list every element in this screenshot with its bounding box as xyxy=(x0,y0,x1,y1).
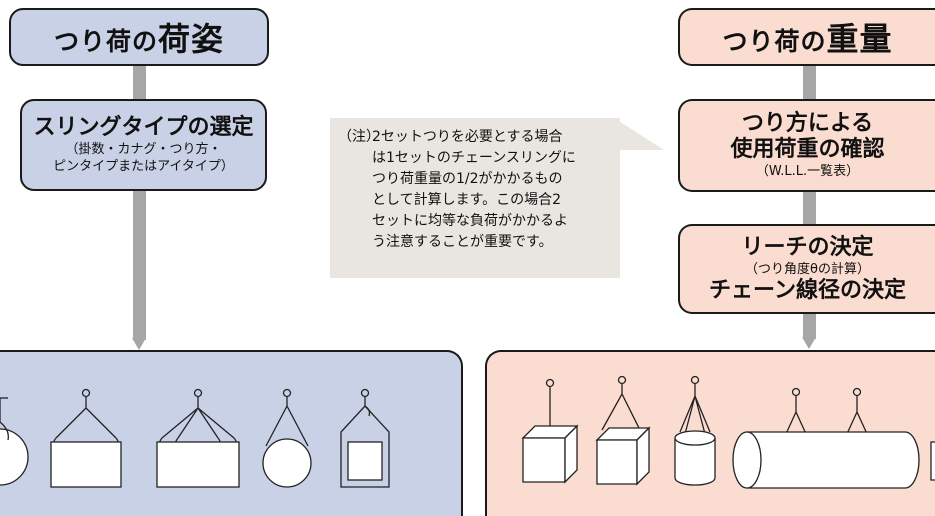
note-text: （注）2セットつりを必要とする場合 は1セットのチェーンスリングに つり荷重量の… xyxy=(338,127,576,253)
sling-choker-ring-icon xyxy=(262,388,312,488)
left-connector-1 xyxy=(133,66,146,102)
sling-type-sub1: （掛数・カナグ・つり方・ xyxy=(65,142,222,157)
sling-single-ring-icon xyxy=(0,397,29,486)
right-connector-2 xyxy=(803,192,816,228)
sling-choker-square-icon xyxy=(340,388,390,488)
wll-check-line1: つり方による xyxy=(741,111,874,136)
right-connector-3 xyxy=(803,313,816,339)
sling-four-leg-rect-icon xyxy=(156,388,240,488)
note-line-1: 2セットつりを必要とする場合 xyxy=(372,129,563,145)
note-line-6: う注意することが重要です。 xyxy=(372,234,553,250)
load-shapes-illustration xyxy=(521,375,935,489)
sling-configurations-illustration xyxy=(0,388,390,488)
note-box xyxy=(330,118,620,278)
sling-type-sub2: ピンタイプまたはアイタイプ） xyxy=(53,159,234,174)
left-header-title: つり荷の荷姿 xyxy=(54,14,224,60)
reach-decision-line1: リーチの決定 xyxy=(741,234,874,260)
note-line-2: は1セットのチェーンスリングに xyxy=(372,150,576,166)
reach-decision-sub: （つり角度θの計算） xyxy=(745,261,870,277)
note-line-3: つり荷重量の1/2がかかるもの xyxy=(372,171,563,187)
left-arrowhead xyxy=(132,338,146,350)
left-connector-2 xyxy=(133,190,146,340)
right-arrowhead xyxy=(802,337,816,349)
load-cylinder-horizontal-icon xyxy=(732,387,920,489)
note-line-5: セットに均等な負荷がかかるよ xyxy=(372,213,568,229)
reach-decision-line2: チェーン線径の決定 xyxy=(709,277,906,303)
right-header-big: 重量 xyxy=(826,20,893,58)
note-pointer xyxy=(614,118,664,150)
load-partial-box-icon xyxy=(930,441,935,481)
right-header-title: つり荷の重量 xyxy=(722,14,892,60)
left-header-big: 荷姿 xyxy=(158,20,225,58)
wll-check-line2: 使用荷重の確認 xyxy=(730,137,885,162)
right-connector-1 xyxy=(803,66,816,102)
sling-two-leg-rect-icon xyxy=(50,388,122,488)
wll-check-box: つり方による 使用荷重の確認 （W.L.L.一覧表） xyxy=(678,99,935,192)
sling-type-title: スリングタイプの選定 xyxy=(33,115,254,140)
load-cube-two-leg-icon xyxy=(595,375,651,486)
right-header-small: つり荷の xyxy=(722,27,827,56)
note-line-4: として計算します。この場合2 xyxy=(372,192,562,208)
load-cylinder-upright-icon xyxy=(674,375,716,486)
reach-decision-box: リーチの決定 （つり角度θの計算） チェーン線径の決定 xyxy=(678,224,935,314)
left-header-box: つり荷の荷姿 xyxy=(9,8,269,66)
note-label: （注） xyxy=(338,129,380,145)
load-cube-single-hook-icon xyxy=(521,378,579,484)
sling-configurations-panel xyxy=(0,350,463,516)
sling-type-box: スリングタイプの選定 （掛数・カナグ・つり方・ ピンタイプまたはアイタイプ） xyxy=(20,99,267,191)
right-header-box: つり荷の重量 xyxy=(678,8,935,66)
wll-check-sub: （W.L.L.一覧表） xyxy=(755,164,860,179)
left-header-small: つり荷の xyxy=(53,27,158,56)
